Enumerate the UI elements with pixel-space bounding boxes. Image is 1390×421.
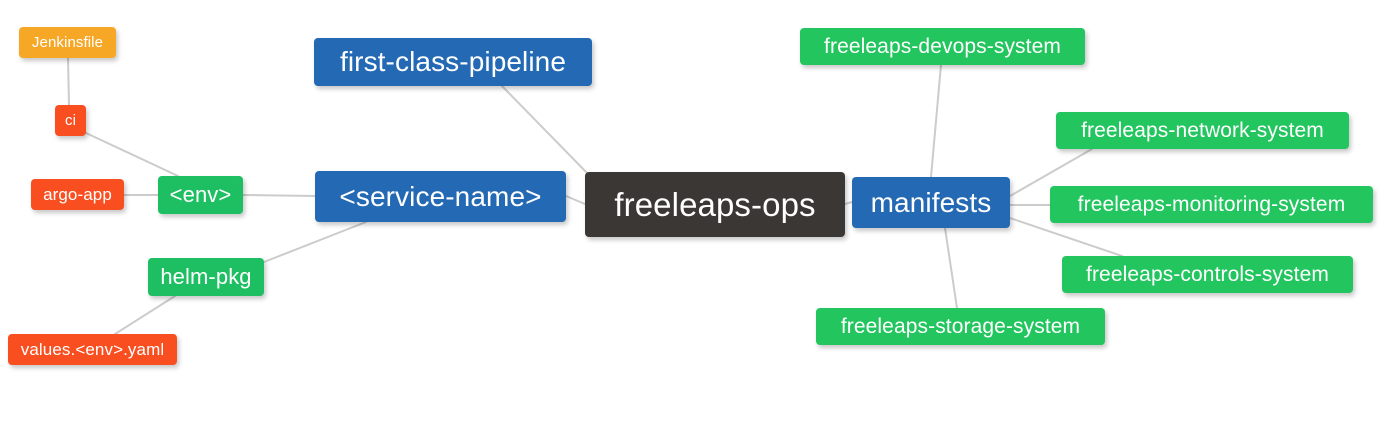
edge-freeleaps-ops-to-first-class-pipeline	[501, 85, 591, 177]
mindmap-node-first-class-pipeline[interactable]: first-class-pipeline	[314, 38, 592, 86]
mindmap-node-env[interactable]: <env>	[158, 176, 243, 214]
mindmap-node-label-argo-app: argo-app	[43, 185, 112, 204]
mindmap-node-label-service-name: <service-name>	[339, 180, 542, 212]
edge-manifests-to-freeleaps-storage-system	[944, 227, 958, 309]
mindmap-node-freeleaps-monitoring-system[interactable]: freeleaps-monitoring-system	[1050, 186, 1373, 223]
edge-service-name-to-helm-pkg	[263, 221, 367, 263]
mindmap-node-service-name[interactable]: <service-name>	[315, 171, 566, 222]
mindmap-node-ci[interactable]: ci	[55, 105, 86, 136]
edge-service-name-to-env	[242, 194, 316, 197]
mindmap-node-label-freeleaps-storage-system: freeleaps-storage-system	[840, 315, 1081, 338]
edge-ci-to-jenkinsfile	[67, 57, 70, 106]
edge-helm-pkg-to-values-env-yaml	[114, 295, 176, 335]
mindmap-node-freeleaps-network-system[interactable]: freeleaps-network-system	[1056, 112, 1349, 149]
edge-freeleaps-ops-to-manifests	[844, 201, 853, 205]
mindmap-node-helm-pkg[interactable]: helm-pkg	[148, 258, 264, 296]
mindmap-node-freeleaps-controls-system[interactable]: freeleaps-controls-system	[1062, 256, 1353, 293]
mindmap-node-label-first-class-pipeline: first-class-pipeline	[339, 46, 567, 77]
edge-freeleaps-ops-to-service-name	[565, 195, 586, 205]
mindmap-node-freeleaps-devops-system[interactable]: freeleaps-devops-system	[800, 28, 1085, 65]
mindmap-node-label-freeleaps-network-system: freeleaps-network-system	[1081, 119, 1324, 142]
mindmap-node-label-ci: ci	[64, 112, 77, 129]
mindmap-node-label-freeleaps-ops: freeleaps-ops	[614, 186, 816, 223]
mindmap-node-label-manifests: manifests	[870, 186, 992, 218]
mindmap-node-label-freeleaps-controls-system: freeleaps-controls-system	[1086, 263, 1329, 286]
mindmap-node-label-freeleaps-monitoring-system: freeleaps-monitoring-system	[1077, 193, 1346, 216]
mindmap-node-jenkinsfile[interactable]: Jenkinsfile	[19, 27, 116, 58]
mindmap-node-argo-app[interactable]: argo-app	[31, 179, 124, 210]
edge-manifests-to-freeleaps-devops-system	[930, 64, 942, 178]
mindmap-node-label-values-env-yaml: values.<env>.yaml	[20, 340, 165, 359]
mindmap-node-freeleaps-storage-system[interactable]: freeleaps-storage-system	[816, 308, 1105, 345]
mindmap-node-freeleaps-ops[interactable]: freeleaps-ops	[585, 172, 845, 237]
edge-manifests-to-freeleaps-controls-system	[1009, 217, 1123, 257]
mindmap-node-label-helm-pkg: helm-pkg	[160, 264, 252, 289]
mindmap-node-label-jenkinsfile: Jenkinsfile	[31, 34, 104, 51]
mindmap-node-label-env: <env>	[169, 182, 232, 207]
mindmap-node-label-freeleaps-devops-system: freeleaps-devops-system	[824, 35, 1061, 58]
edge-env-to-ci	[85, 132, 179, 177]
mindmap-node-manifests[interactable]: manifests	[852, 177, 1010, 228]
mindmap-node-values-env-yaml[interactable]: values.<env>.yaml	[8, 334, 177, 365]
